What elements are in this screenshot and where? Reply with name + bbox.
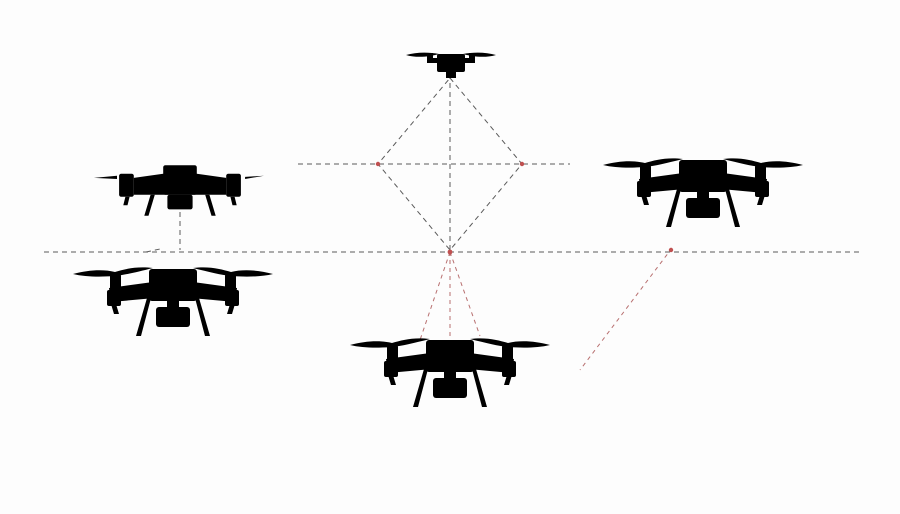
drone-left-lower bbox=[73, 267, 273, 336]
rhombus-bottom-marker bbox=[447, 249, 453, 255]
horizon-small-mark bbox=[145, 248, 161, 253]
drone-top-center bbox=[406, 52, 496, 78]
drone-left-outline bbox=[93, 159, 265, 216]
drone-bottom-center bbox=[350, 338, 550, 407]
diagonal-red-line bbox=[579, 247, 673, 371]
rhombus-left-marker bbox=[375, 161, 381, 167]
rhombus-right-marker bbox=[519, 161, 525, 167]
drone-right-upper bbox=[603, 158, 803, 227]
diagonal-top-marker bbox=[668, 247, 674, 253]
red-drop-lines bbox=[419, 251, 481, 341]
guide-lines bbox=[44, 74, 862, 371]
rhombus bbox=[377, 77, 523, 251]
